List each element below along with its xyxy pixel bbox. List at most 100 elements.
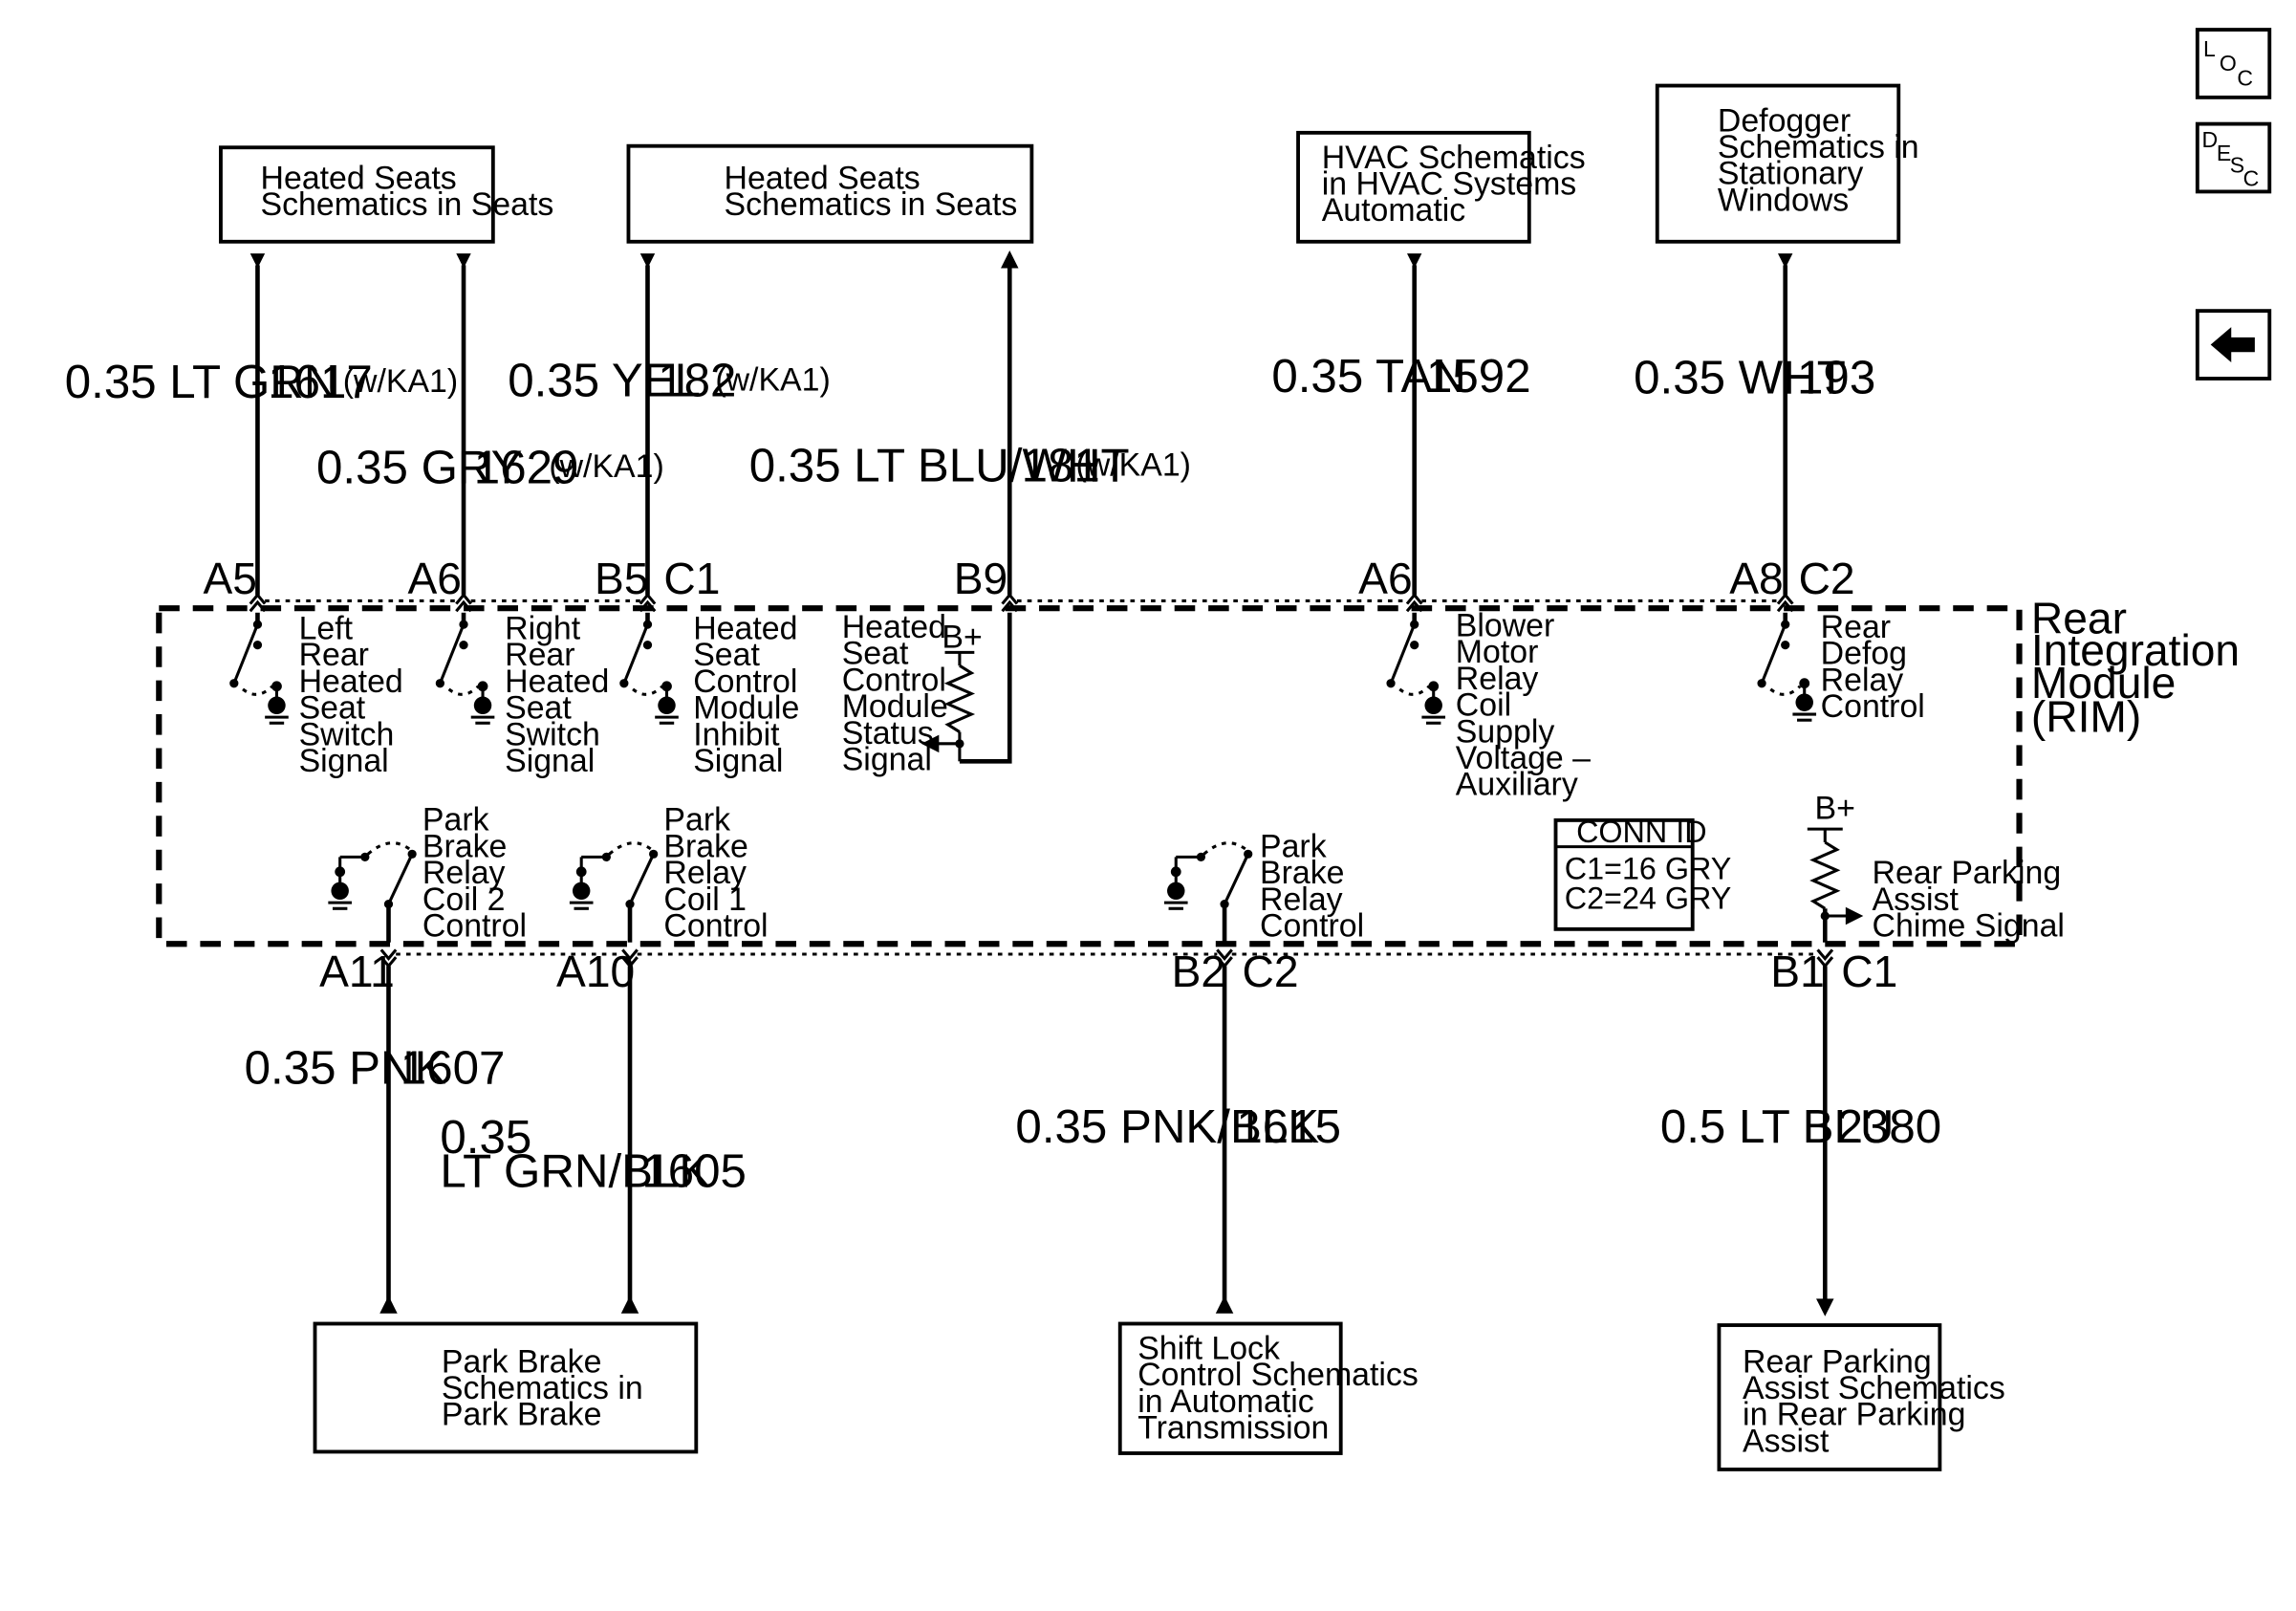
box-line: in Automatic: [1137, 1383, 1314, 1420]
svg-text:Brake: Brake: [1260, 855, 1344, 891]
svg-text:Signal: Signal: [693, 743, 783, 779]
pin-a10: A10: [556, 947, 635, 996]
svg-text:Status: Status: [842, 715, 934, 751]
switch-pb-relay: [1162, 841, 1253, 943]
desc-button[interactable]: D E S C: [2195, 121, 2272, 194]
label-inhibit: Heated Seat Control Module Inhibit Signa…: [693, 611, 799, 780]
wire-1592-gauge: 0.35 TAN: [1271, 350, 1466, 403]
svg-text:Signal: Signal: [842, 742, 932, 778]
wire-182-gauge: 0.35 YEL: [508, 354, 701, 406]
bplus-label-chime: B+: [1815, 790, 1855, 826]
wire-1607-circuit: 1607: [401, 1042, 506, 1095]
heated-seats-box-left[interactable]: Heated Seats Schematics in Seats: [219, 145, 554, 244]
svg-text:Control: Control: [842, 662, 946, 698]
box-line: Schematics in: [1718, 129, 1919, 165]
wire-1605-gauge-1: 0.35: [440, 1111, 531, 1164]
rim-name-line: Rear: [2031, 593, 2127, 642]
svg-text:Inhibit: Inhibit: [693, 716, 780, 752]
svg-text:Module: Module: [693, 690, 799, 727]
svg-text:Control: Control: [693, 664, 797, 700]
wire-1629-circuit: 1629: [474, 441, 579, 493]
svg-text:Park: Park: [422, 802, 489, 838]
switch-pb-coil1: [568, 841, 659, 943]
svg-text:Supply: Supply: [1456, 713, 1555, 750]
connector-chevrons-bottom: [379, 947, 1834, 968]
svg-text:Relay: Relay: [1821, 662, 1904, 698]
connector-chevrons-top: [249, 593, 1794, 613]
rim-module-outline: [156, 605, 2023, 947]
svg-text:Blower: Blower: [1456, 607, 1554, 643]
box-line: Defogger: [1718, 102, 1851, 139]
svg-text:Relay: Relay: [1456, 661, 1539, 697]
svg-text:Assist: Assist: [1873, 882, 1960, 918]
svg-text:Control: Control: [1821, 688, 1925, 725]
box-line: Heated Seats: [725, 160, 921, 196]
pin-b5: B5: [595, 554, 649, 603]
wire-2380-gauge: 0.5 LT BLU: [1660, 1100, 1895, 1153]
svg-text:Module: Module: [842, 688, 948, 725]
svg-text:Heated: Heated: [505, 664, 609, 700]
desc-d: D: [2201, 127, 2218, 152]
desc-c: C: [2243, 165, 2260, 190]
svg-text:Seat: Seat: [505, 690, 572, 727]
wire-1605-circuit: 1605: [641, 1144, 747, 1197]
bplus-label-status: B+: [942, 620, 982, 656]
defogger-box[interactable]: Defogger Schematics in Stationary Window…: [1655, 83, 1919, 244]
wire-1617-circuit: 1617: [268, 356, 373, 408]
heated-seats-box-right[interactable]: Heated Seats Schematics in Seats: [626, 143, 1034, 244]
pin-c1-bottom: C1: [1841, 947, 1897, 996]
loc-button[interactable]: L O C: [2195, 28, 2272, 99]
pin-c1-top: C1: [663, 554, 720, 603]
svg-text:Motor: Motor: [1456, 634, 1539, 670]
hvac-box[interactable]: HVAC Schematics in HVAC Systems Automati…: [1296, 130, 1586, 244]
wire-1592-circuit: 1592: [1426, 350, 1531, 403]
shift-lock-box[interactable]: Shift Lock Control Schematics in Automat…: [1117, 1321, 1419, 1455]
label-blower: Blower Motor Relay Coil Supply Voltage –…: [1456, 607, 1591, 802]
loc-c: C: [2237, 66, 2253, 91]
svg-text:Auxiliary: Auxiliary: [1456, 767, 1578, 803]
pin-a6-left: A6: [408, 554, 463, 603]
box-line: in Rear Parking: [1743, 1397, 1965, 1433]
pin-b9: B9: [954, 554, 1008, 603]
wire-1615-gauge: 0.35 PNK/BLK: [1015, 1100, 1319, 1153]
svg-text:Control: Control: [422, 908, 527, 945]
box-line: HVAC Schematics: [1322, 140, 1586, 176]
label-chime: Rear Parking Assist Chime Signal: [1873, 855, 2065, 944]
wire-193-circuit: 193: [1797, 351, 1875, 403]
switch-left-seat: [229, 612, 291, 725]
box-line: Transmission: [1137, 1410, 1329, 1447]
svg-text:Switch: Switch: [505, 716, 600, 752]
svg-text:Right: Right: [505, 611, 581, 647]
left-arrow-icon: [2210, 327, 2255, 363]
svg-text:Seat: Seat: [842, 636, 909, 672]
box-line: Automatic: [1322, 192, 1466, 229]
box-line: Shift Lock: [1137, 1330, 1280, 1366]
svg-text:Coil 1: Coil 1: [663, 882, 747, 918]
desc-e: E: [2217, 141, 2231, 165]
box-line: Schematics in Seats: [261, 186, 554, 223]
svg-text:Heated: Heated: [299, 664, 403, 700]
pin-a5: A5: [203, 554, 257, 603]
svg-text:Heated: Heated: [693, 611, 797, 647]
wire-193-gauge: 0.35 WHT: [1634, 351, 1846, 403]
park-brake-box[interactable]: Park Brake Schematics in Park Brake: [313, 1321, 699, 1454]
wire-1617-option: (w/KA1): [343, 363, 458, 400]
back-button[interactable]: [2195, 309, 2272, 381]
label-status: Heated Seat Control Module Status Signal: [842, 609, 948, 778]
box-line: Park Brake: [442, 1343, 601, 1380]
label-defog: Rear Defog Relay Control: [1821, 609, 1925, 725]
svg-text:Signal: Signal: [505, 743, 595, 779]
svg-text:Park: Park: [1260, 828, 1327, 864]
rear-parking-box[interactable]: Rear Parking Assist Schematics in Rear P…: [1717, 1323, 2005, 1471]
wire-182-circuit: 182: [658, 354, 736, 406]
svg-text:Coil: Coil: [1456, 687, 1511, 724]
switch-defog: [1757, 612, 1818, 722]
svg-text:Switch: Switch: [299, 716, 395, 752]
svg-text:Brake: Brake: [422, 828, 507, 864]
chime-pullup-resistor: [1807, 827, 1864, 943]
label-left-seat: Left Rear Heated Seat Switch Signal: [299, 611, 403, 780]
pin-a6-right: A6: [1358, 554, 1412, 603]
wire-lines-top: [249, 250, 1793, 596]
wire-181-circuit: 181: [1022, 440, 1100, 492]
switch-inhibit: [619, 612, 681, 725]
